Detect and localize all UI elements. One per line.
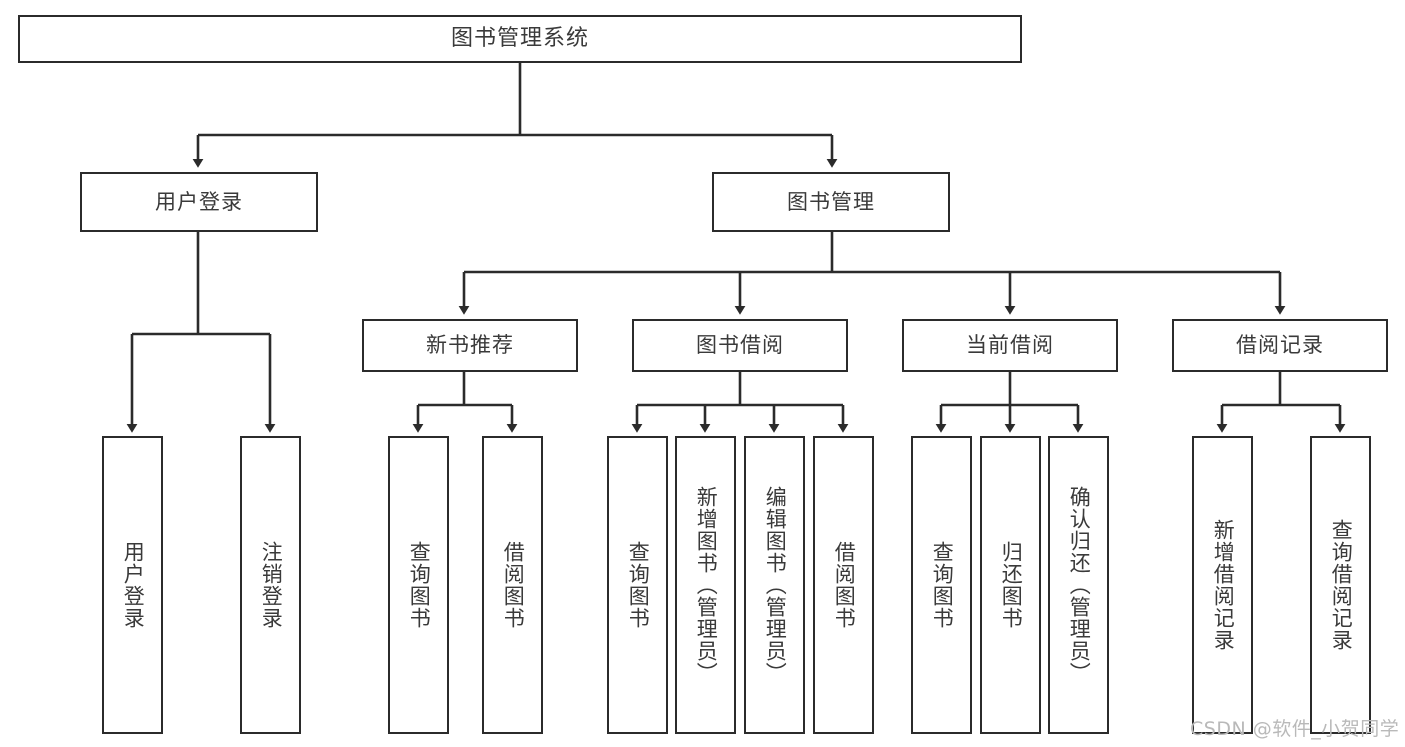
node-label: 当前借阅 — [966, 333, 1054, 357]
node-label: 图书管理 — [787, 189, 875, 214]
csdn-watermark: CSDN @软件_小贺同学 — [1190, 714, 1399, 741]
node-label: 确认归还（管理员） — [1067, 486, 1092, 684]
node-label: 借阅记录 — [1236, 333, 1324, 357]
leaf-book-borrow-edit-book-admin[interactable]: 编辑图书（管理员） — [744, 436, 805, 734]
leaf-user-login-login[interactable]: 用户登录 — [102, 436, 163, 734]
node-label: 用户登录 — [121, 541, 146, 629]
leaf-book-borrow-query-book[interactable]: 查询图书 — [607, 436, 668, 734]
leaf-book-borrow-add-book-admin[interactable]: 新增图书（管理员） — [675, 436, 736, 734]
node-label: 查询借阅记录 — [1329, 519, 1354, 651]
leaf-new-book-query-book[interactable]: 查询图书 — [388, 436, 449, 734]
leaf-book-borrow-borrow-book[interactable]: 借阅图书 — [813, 436, 874, 734]
node-label: 编辑图书（管理员） — [763, 486, 788, 684]
leaf-new-book-borrow-book[interactable]: 借阅图书 — [482, 436, 543, 734]
leaf-current-borrow-query-book[interactable]: 查询图书 — [911, 436, 972, 734]
node-label: 注销登录 — [259, 541, 284, 629]
leaf-borrow-record-add-record[interactable]: 新增借阅记录 — [1192, 436, 1253, 734]
node-root-book-management-system[interactable]: 图书管理系统 — [18, 15, 1022, 63]
node-label: 新增图书（管理员） — [694, 486, 719, 684]
watermark-text: CSDN @软件_小贺同学 — [1190, 718, 1400, 740]
node-book-management[interactable]: 图书管理 — [712, 172, 950, 232]
node-label: 查询图书 — [930, 541, 955, 629]
node-label: 借阅图书 — [501, 541, 526, 629]
node-user-login[interactable]: 用户登录 — [80, 172, 318, 232]
node-borrow-record[interactable]: 借阅记录 — [1172, 319, 1388, 372]
node-label: 查询图书 — [407, 541, 432, 629]
leaf-borrow-record-query-record[interactable]: 查询借阅记录 — [1310, 436, 1371, 734]
node-label: 查询图书 — [626, 541, 651, 629]
node-label: 图书借阅 — [696, 333, 784, 357]
leaf-current-borrow-confirm-return-admin[interactable]: 确认归还（管理员） — [1048, 436, 1109, 734]
node-label: 归还图书 — [999, 541, 1024, 629]
node-label: 图书管理系统 — [450, 26, 589, 51]
node-label: 用户登录 — [155, 189, 243, 214]
leaf-current-borrow-return-book[interactable]: 归还图书 — [980, 436, 1041, 734]
node-current-borrow[interactable]: 当前借阅 — [902, 319, 1118, 372]
node-label: 借阅图书 — [832, 541, 857, 629]
leaf-user-login-logout[interactable]: 注销登录 — [240, 436, 301, 734]
node-label: 新书推荐 — [426, 333, 514, 357]
node-label: 新增借阅记录 — [1211, 519, 1236, 651]
node-book-borrow[interactable]: 图书借阅 — [632, 319, 848, 372]
node-new-book-recommend[interactable]: 新书推荐 — [362, 319, 578, 372]
